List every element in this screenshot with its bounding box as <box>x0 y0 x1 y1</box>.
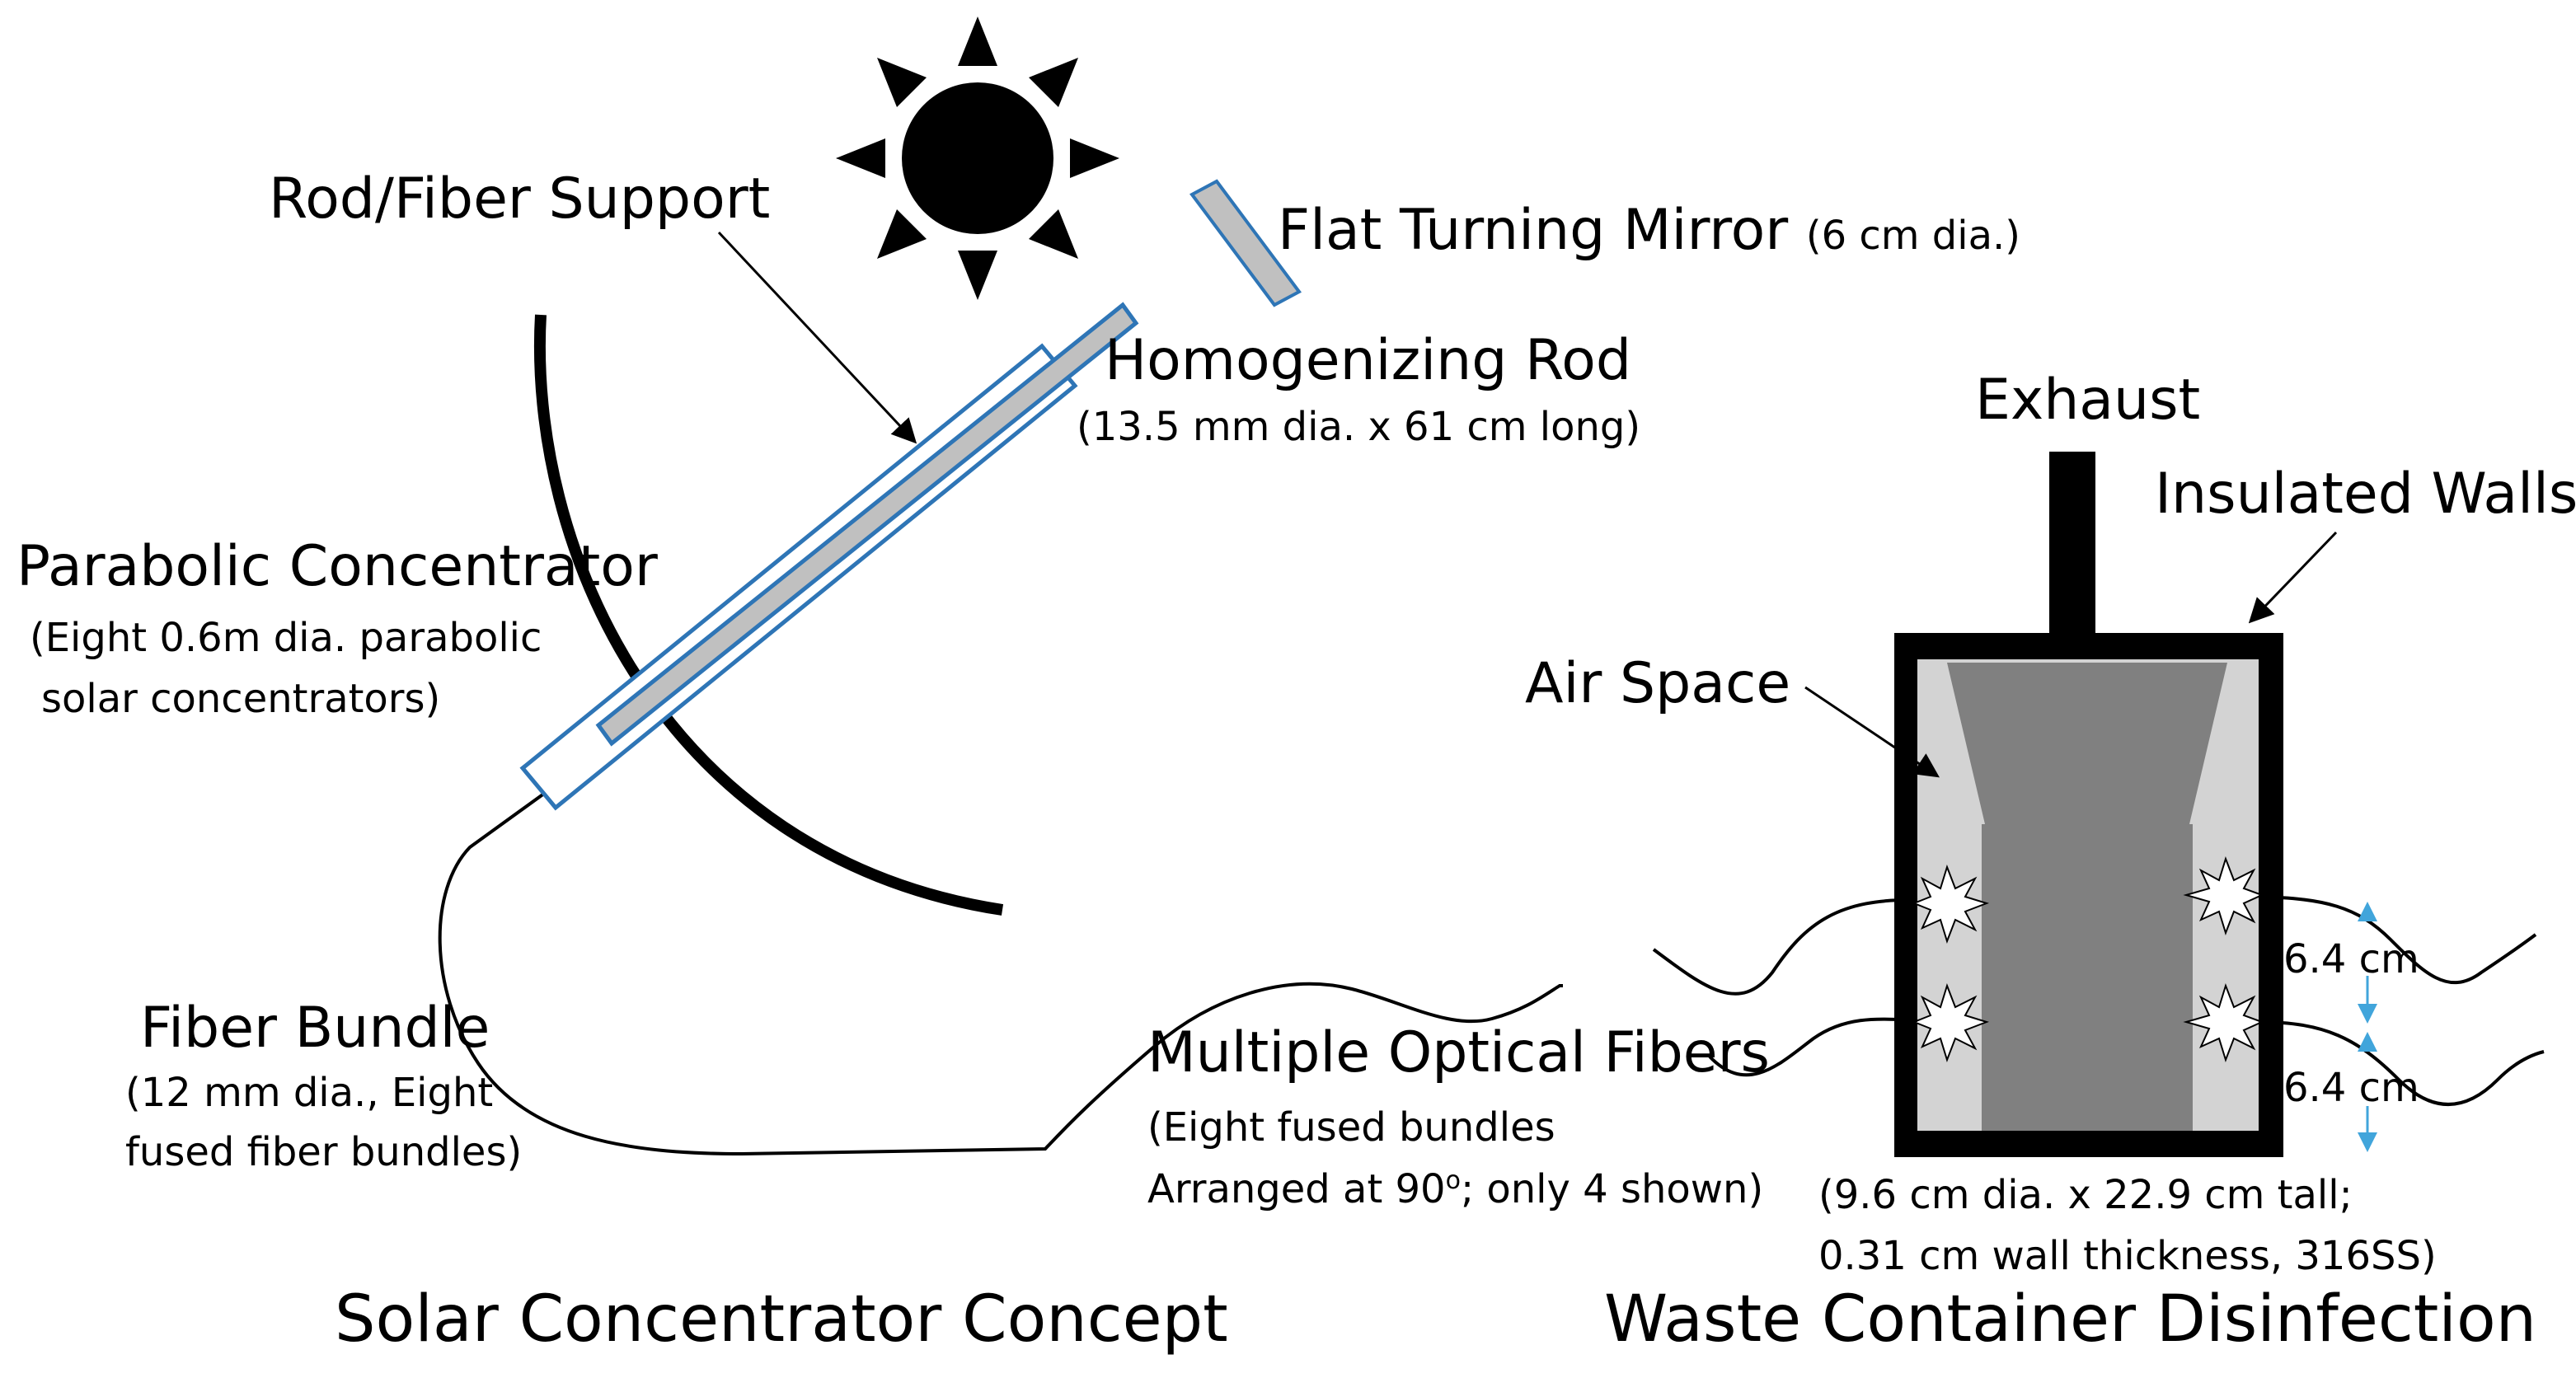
sun-icon <box>836 16 1119 300</box>
light-burst-icon <box>1912 982 1990 1063</box>
light-burst-icon <box>1912 864 1990 944</box>
optical-fibers <box>1652 895 2545 1106</box>
degree-superscript: o <box>1445 1166 1461 1195</box>
optical-fibers-spec-2-prefix: Arranged at 90 <box>1147 1166 1446 1212</box>
container-chamber <box>1982 824 2193 1131</box>
waste-container-disinfection-title: Waste Container Disinfection <box>1604 1282 2537 1357</box>
air-space-leader <box>1804 686 1940 778</box>
homogenizing-rod-spec: (13.5 mm dia. x 61 cm long) <box>1077 404 1641 450</box>
fiber-bundle-label: Fiber Bundle <box>140 996 490 1061</box>
light-burst-icon <box>2183 855 2264 936</box>
spacing-upper-label: 6.4 cm <box>2283 936 2419 982</box>
flat-turning-mirror-spec: (6 cm dia.) <box>1805 213 2021 259</box>
fiber-bundle-line <box>438 790 1563 1156</box>
multiple-optical-fibers-label: Multiple Optical Fibers <box>1147 1020 1770 1085</box>
optical-fibers-spec-2-suffix: ; only 4 shown) <box>1460 1166 1764 1212</box>
flat-turning-mirror-label: Flat Turning Mirror (6 cm dia.) <box>1278 203 2020 259</box>
exhaust-stack <box>2049 452 2095 640</box>
homogenizing-rod-label: Homogenizing Rod <box>1105 328 1631 393</box>
exhaust-label: Exhaust <box>1975 368 2201 433</box>
waste-container <box>1894 452 2283 1157</box>
container-spec-2: 0.31 cm wall thickness, 316SS) <box>1818 1233 2437 1279</box>
optical-fiber-left-lower <box>1708 1017 1918 1077</box>
fiber-bundle-spec-1: (12 mm dia., Eight <box>125 1070 494 1116</box>
parabolic-concentrator-spec-2: solar concentrators) <box>41 676 441 722</box>
insulated-walls-label: Insulated Walls <box>2155 462 2576 527</box>
optical-fiber-left-upper <box>1652 898 1918 996</box>
rod-fiber-support-label: Rod/Fiber Support <box>269 166 771 232</box>
solar-concentrator-concept-title: Solar Concentrator Concept <box>335 1282 1228 1357</box>
optical-fibers-spec-2: Arranged at 90o; only 4 shown) <box>1147 1166 1764 1212</box>
flat-turning-mirror <box>1189 179 1302 307</box>
homogenizing-rod <box>595 302 1139 747</box>
light-burst-icon <box>2183 982 2264 1063</box>
container-funnel <box>1947 663 2227 824</box>
insulated-walls-leader <box>2248 531 2338 624</box>
air-space-label: Air Space <box>1525 651 1791 716</box>
parabolic-concentrator-spec-1: (Eight 0.6m dia. parabolic <box>30 615 542 661</box>
fiber-bundle-spec-2: fused fiber bundles) <box>125 1129 523 1175</box>
container-spec-1: (9.6 cm dia. x 22.9 cm tall; <box>1818 1172 2353 1218</box>
optical-fibers-spec-1: (Eight fused bundles <box>1147 1104 1555 1151</box>
optical-fiber-right-lower <box>2258 1020 2545 1106</box>
flat-turning-mirror-title: Flat Turning Mirror <box>1278 198 1789 263</box>
parabolic-concentrator-label: Parabolic Concentrator <box>16 534 658 599</box>
rod-fiber-support-leader <box>717 231 917 444</box>
optical-fiber-right-upper <box>2258 895 2537 985</box>
spacing-lower-label: 6.4 cm <box>2283 1065 2419 1111</box>
